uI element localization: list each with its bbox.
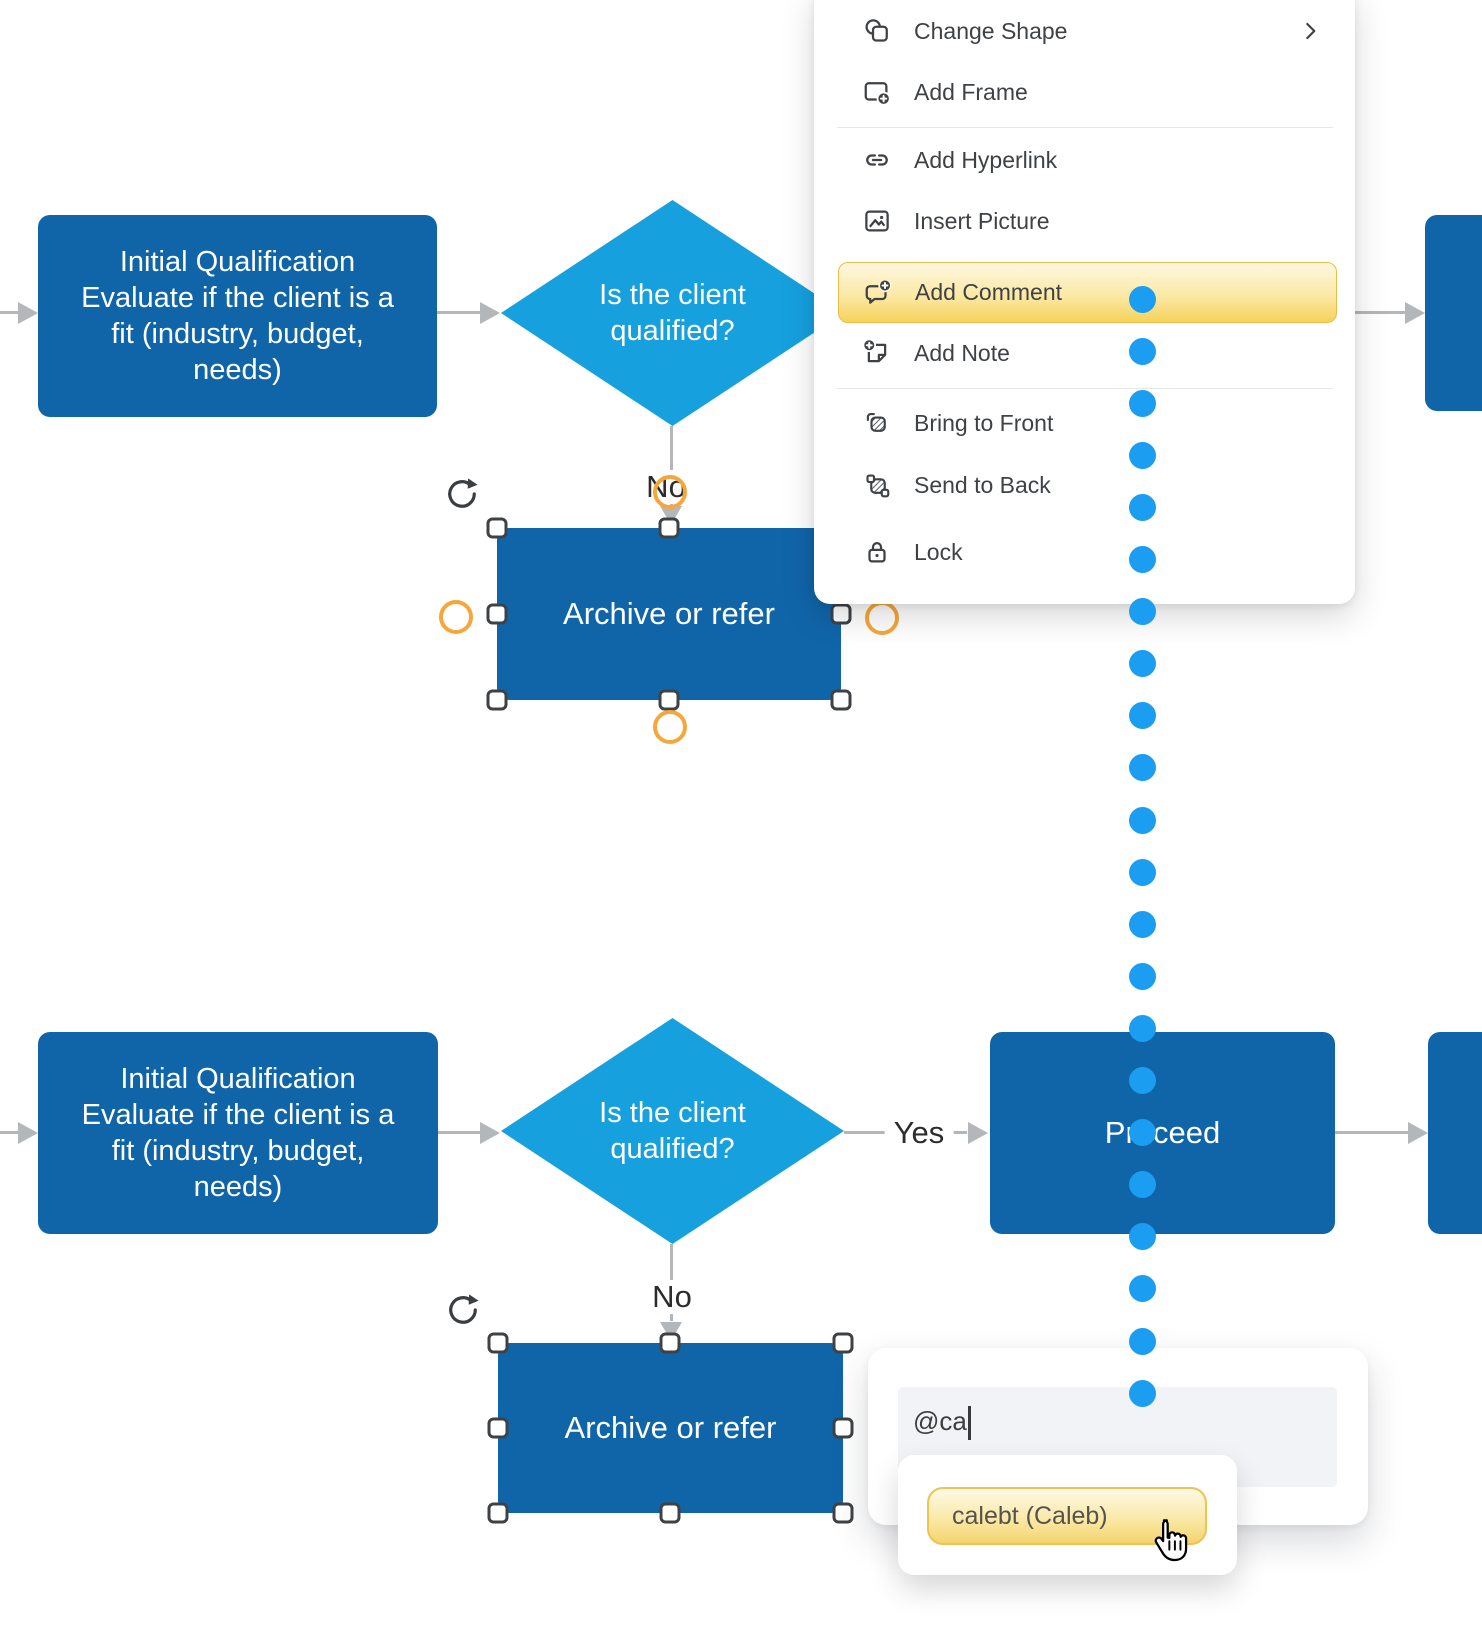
node-label: Proceed [1104,1115,1221,1150]
resize-handle[interactable] [658,517,680,539]
arrowhead-icon [480,302,500,324]
menu-item-label: Bring to Front [914,409,1054,436]
resize-handle[interactable] [659,1502,681,1524]
node-label: Archive or refer [564,1410,777,1445]
menu-item-label: Add Note [914,339,1010,366]
connector-line [1335,1131,1408,1134]
comment-input-value: @ca [913,1406,967,1436]
node-decision[interactable]: Is the client qualified? [501,200,844,426]
resize-handle[interactable] [658,689,680,711]
arrowhead-icon [1408,1122,1428,1144]
menu-item-bring-to-front[interactable]: Bring to Front [838,397,1337,449]
node-archive-or-refer[interactable]: Archive or refer [497,528,841,700]
menu-item-send-to-back[interactable]: Send to Back [838,459,1337,511]
connection-point[interactable] [653,475,687,509]
rotate-handle-icon[interactable] [445,477,479,516]
node-label: Is the client qualified? [599,279,746,347]
insert-picture-icon [862,206,892,236]
resize-handle[interactable] [832,1502,854,1524]
menu-item-label: Lock [914,538,963,565]
connection-point[interactable] [439,600,473,634]
menu-item-add-comment[interactable]: Add Comment [838,262,1337,323]
add-hyperlink-icon [862,145,892,175]
chevron-right-icon [1297,18,1323,44]
trail-dot [1129,1275,1156,1303]
menu-item-label: Send to Back [914,471,1051,498]
mention-option-label: calebt (Caleb) [952,1501,1108,1530]
node-initial-qualification[interactable]: Initial Qualification Evaluate if the cl… [38,1032,438,1234]
add-note-icon [862,338,892,368]
resize-handle[interactable] [659,1332,681,1354]
resize-handle[interactable] [487,1502,509,1524]
arrowhead-icon [1405,302,1425,324]
send-to-back-icon [862,470,892,500]
add-comment-icon [863,278,893,308]
connector-line [437,311,481,314]
menu-item-label: Change Shape [914,17,1068,44]
node-label: Is the client qualified? [599,1097,746,1165]
bring-to-front-icon [862,408,892,438]
hand-cursor-icon [1150,1518,1192,1571]
connector-line [670,426,673,506]
lock-icon [862,537,892,567]
rotate-handle-icon[interactable] [446,1293,480,1332]
menu-divider [837,127,1333,128]
resize-handle[interactable] [832,1332,854,1354]
menu-item-insert-picture[interactable]: Insert Picture [838,195,1337,247]
resize-handle[interactable] [487,1332,509,1354]
node-label: Initial Qualification Evaluate if the cl… [81,246,394,386]
resize-handle[interactable] [830,603,852,625]
connection-point[interactable] [653,710,687,744]
connector-line [0,1131,20,1134]
arrowhead-icon [18,302,38,324]
menu-item-label: Add Hyperlink [914,146,1058,173]
connection-point[interactable] [865,601,899,635]
arrowhead-icon [480,1122,500,1144]
node-decision[interactable]: Is the client qualified? [501,1018,844,1244]
menu-item-add-frame[interactable]: Add Frame [838,66,1337,118]
menu-item-label: Insert Picture [914,207,1050,234]
context-menu: Change Shape Add Frame Add Hyperlink Ins… [814,0,1355,604]
text-caret-icon [967,1406,971,1441]
menu-item-add-hyperlink[interactable]: Add Hyperlink [838,134,1337,186]
resize-handle[interactable] [487,1417,509,1439]
node-label: Initial Qualification Evaluate if the cl… [81,1063,395,1203]
resize-handle[interactable] [486,517,508,539]
menu-item-label: Add Comment [915,279,1063,305]
node-proceed[interactable]: Proceed [990,1032,1335,1234]
menu-item-lock[interactable]: Lock [838,526,1337,578]
connector-line [0,311,20,314]
resize-handle[interactable] [832,1417,854,1439]
node-archive-or-refer[interactable]: Archive or refer [498,1343,843,1513]
menu-item-change-shape[interactable]: Change Shape [838,5,1337,57]
menu-item-add-note[interactable]: Add Note [838,327,1337,379]
trail-dot [1129,858,1156,886]
node-initial-qualification[interactable]: Initial Qualification Evaluate if the cl… [38,215,437,417]
menu-divider [837,388,1333,389]
add-frame-icon [862,77,892,107]
trail-dot [1129,650,1156,678]
edge-label-no: No [643,1280,701,1314]
connector-line [438,1131,481,1134]
resize-handle[interactable] [486,603,508,625]
node-label: Archive or refer [563,596,775,631]
resize-handle[interactable] [486,689,508,711]
resize-handle[interactable] [830,689,852,711]
edge-label-yes: Yes [884,1116,954,1150]
trail-dot [1129,806,1156,834]
node-next-step-partial[interactable] [1428,1032,1482,1234]
node-next-step-partial[interactable] [1425,215,1482,411]
arrowhead-icon [18,1122,38,1144]
arrowhead-icon [968,1122,988,1144]
trail-dot [1129,702,1156,730]
menu-item-label: Add Frame [914,78,1028,105]
trail-dot [1129,754,1156,782]
change-shape-icon [862,16,892,46]
trail-dot [1129,962,1156,990]
mention-option-calebt[interactable]: calebt (Caleb) [927,1487,1207,1545]
trail-dot [1129,910,1156,938]
